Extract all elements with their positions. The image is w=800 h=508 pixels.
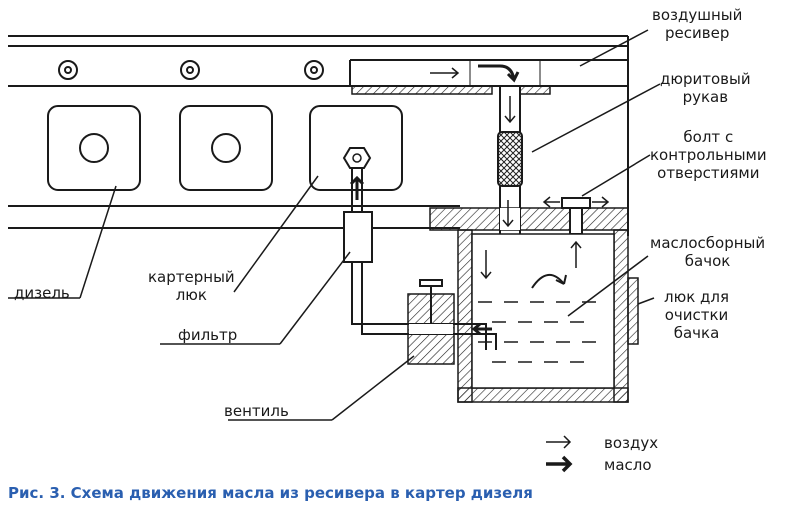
durite-hose bbox=[497, 131, 523, 187]
air-arrow-down-2 bbox=[502, 200, 514, 228]
swirl-arrow bbox=[531, 274, 565, 289]
oil-arrow-receiver bbox=[478, 64, 520, 83]
valve-stem bbox=[419, 279, 443, 324]
legend-oil-label: масло bbox=[604, 456, 652, 474]
air-arrow-tank-down bbox=[480, 250, 492, 280]
union-nut bbox=[342, 147, 372, 169]
label-diesel: дизель bbox=[14, 284, 70, 302]
tank-wall-bottom bbox=[457, 387, 629, 403]
crankcase-hatch-1 bbox=[47, 105, 141, 191]
air-arrow-tank-up bbox=[570, 240, 582, 268]
legend-air-label: воздух bbox=[604, 434, 659, 452]
leader-receiver bbox=[579, 29, 649, 67]
rail-bolt-1 bbox=[58, 60, 78, 80]
cleaning-hatch bbox=[627, 277, 639, 345]
oil-arrow-filter-up bbox=[349, 175, 365, 200]
leader-bolt bbox=[581, 154, 651, 197]
tank-inner bbox=[471, 233, 615, 389]
legend-air-arrow bbox=[546, 435, 572, 449]
air-arrow-bolt-left bbox=[542, 196, 560, 208]
oil-arrow-return bbox=[471, 322, 492, 336]
figure-caption: Рис. 3. Схема движения масла из ресивера… bbox=[8, 484, 533, 502]
legend-oil-arrow bbox=[546, 455, 573, 473]
tank-wall-right bbox=[613, 229, 629, 403]
tank-wall-left bbox=[457, 229, 473, 403]
rail-bolt-3 bbox=[304, 60, 324, 80]
leader-hatch-tank bbox=[637, 297, 655, 305]
leader-hose bbox=[531, 83, 661, 153]
air-arrow-down-1 bbox=[504, 96, 516, 124]
air-arrow-receiver bbox=[430, 67, 460, 79]
label-valve: вентиль bbox=[224, 402, 289, 420]
receiver-flange bbox=[351, 85, 493, 95]
leader-crankcase bbox=[233, 175, 319, 293]
label-filter: фильтр bbox=[178, 326, 238, 344]
crankcase-hatch-2 bbox=[179, 105, 273, 191]
air-arrow-bolt-right bbox=[592, 196, 610, 208]
leader-tank bbox=[567, 255, 649, 317]
rail-bolt-2 bbox=[180, 60, 200, 80]
tank-flange bbox=[429, 207, 629, 231]
